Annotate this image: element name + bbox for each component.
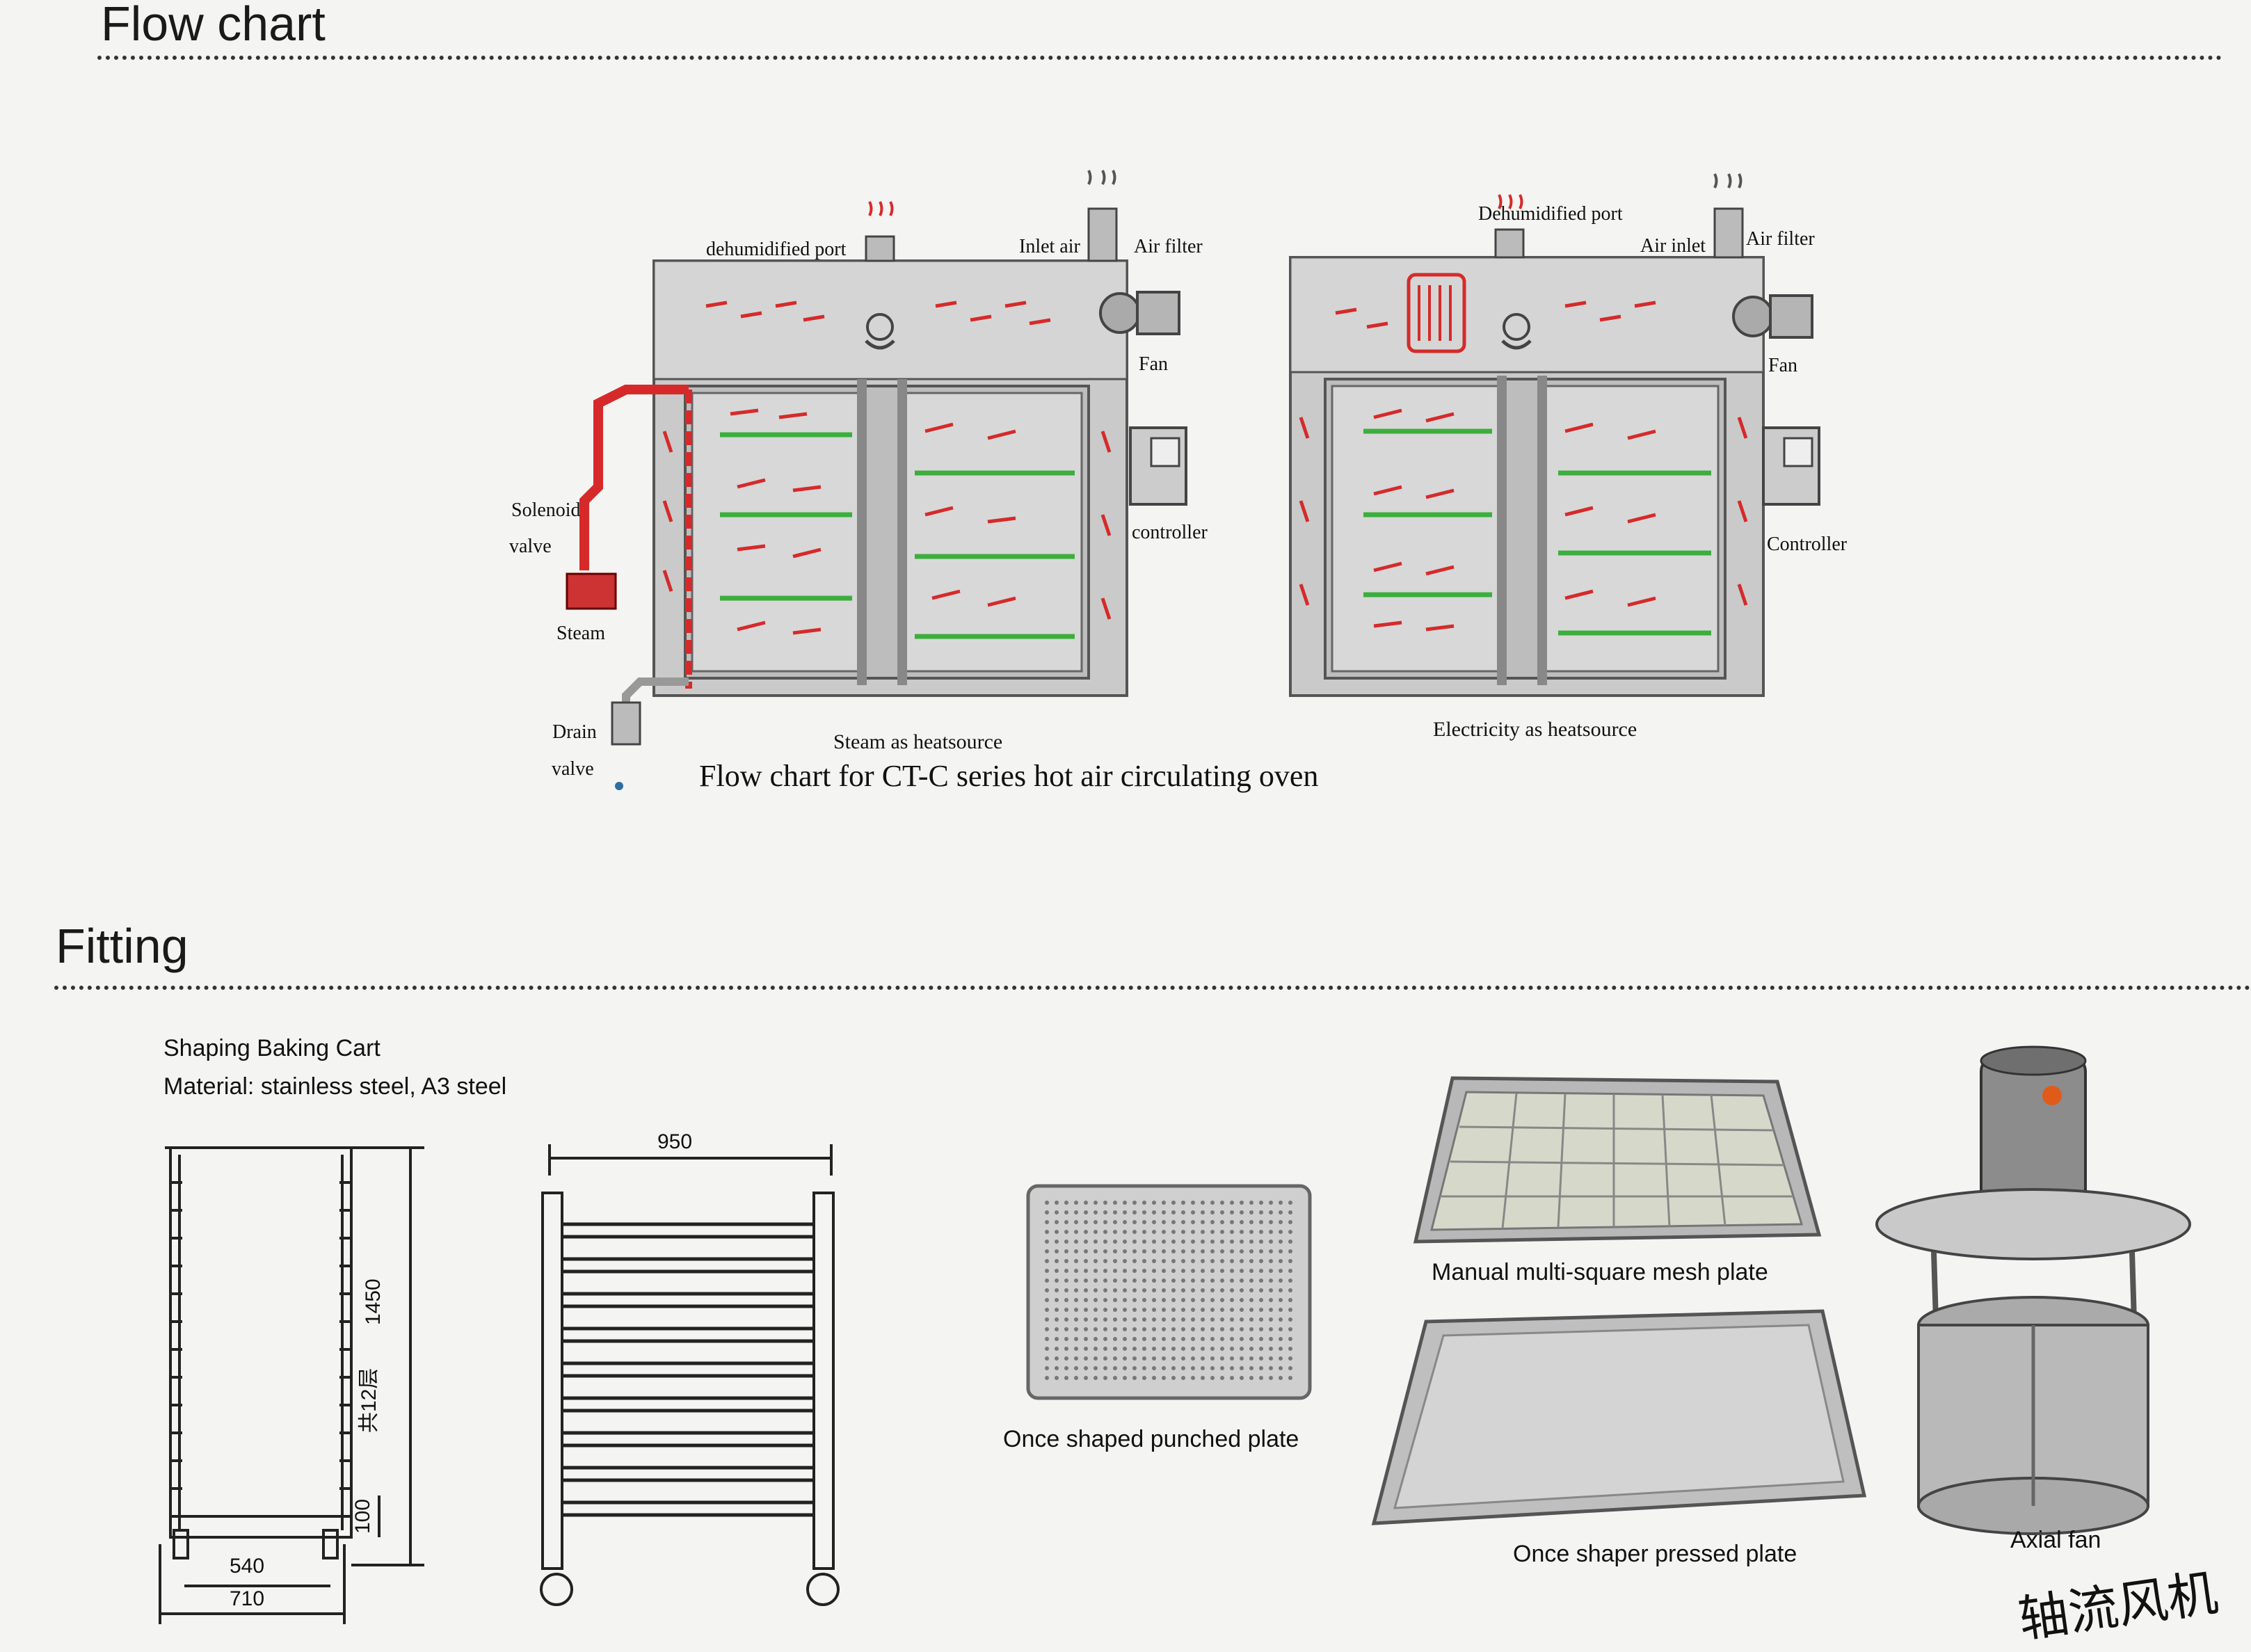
- label-fan: Fan: [1139, 353, 1168, 375]
- label-electric-controller: Controller: [1767, 534, 1848, 555]
- cart-name: Shaping Baking Cart: [163, 1035, 380, 1061]
- label-controller: controller: [1132, 522, 1208, 543]
- flow-chart-caption: Flow chart for CT-C series hot air circu…: [699, 759, 1319, 793]
- punched-plate-label: Once shaped punched plate: [1003, 1426, 1299, 1452]
- flow-chart-divider: [97, 56, 2222, 60]
- label-electric-dehumidified-port: Dehumidified port: [1478, 203, 1623, 225]
- label-electric-fan: Fan: [1768, 355, 1797, 376]
- pressed-plate-label: Once shaper pressed plate: [1513, 1541, 1797, 1567]
- steam-oven-subtitle: Steam as heatsource: [833, 730, 1003, 753]
- fitting-divider: [54, 986, 2251, 990]
- dim-side-width: 950: [657, 1130, 693, 1153]
- label-air-inlet: Air inlet: [1640, 235, 1706, 257]
- label-electric-air-filter: Air filter: [1746, 228, 1815, 250]
- mesh-plate-label: Manual multi-square mesh plate: [1432, 1259, 1768, 1285]
- electric-oven-subtitle: Electricity as heatsource: [1433, 718, 1637, 741]
- flow-chart-heading: Flow chart: [101, 0, 326, 51]
- axial-fan-label: Axial fan: [2010, 1527, 2101, 1553]
- dim-outer-width: 710: [230, 1587, 265, 1610]
- label-inlet-air: Inlet air: [1019, 236, 1080, 257]
- label-drain: Drain: [552, 721, 597, 743]
- label-solenoid-valve: valve: [509, 536, 552, 557]
- label-steam: Steam: [556, 623, 605, 644]
- label-solenoid: Solenoid: [511, 499, 581, 521]
- dim-inner-width: 540: [230, 1555, 265, 1578]
- label-drain-valve: valve: [552, 758, 594, 780]
- cart-material: Material: stainless steel, A3 steel: [163, 1073, 507, 1100]
- label-dehumidified-port: dehumidified port: [706, 239, 847, 260]
- fitting-heading: Fitting: [56, 919, 189, 973]
- label-air-filter: Air filter: [1134, 236, 1203, 257]
